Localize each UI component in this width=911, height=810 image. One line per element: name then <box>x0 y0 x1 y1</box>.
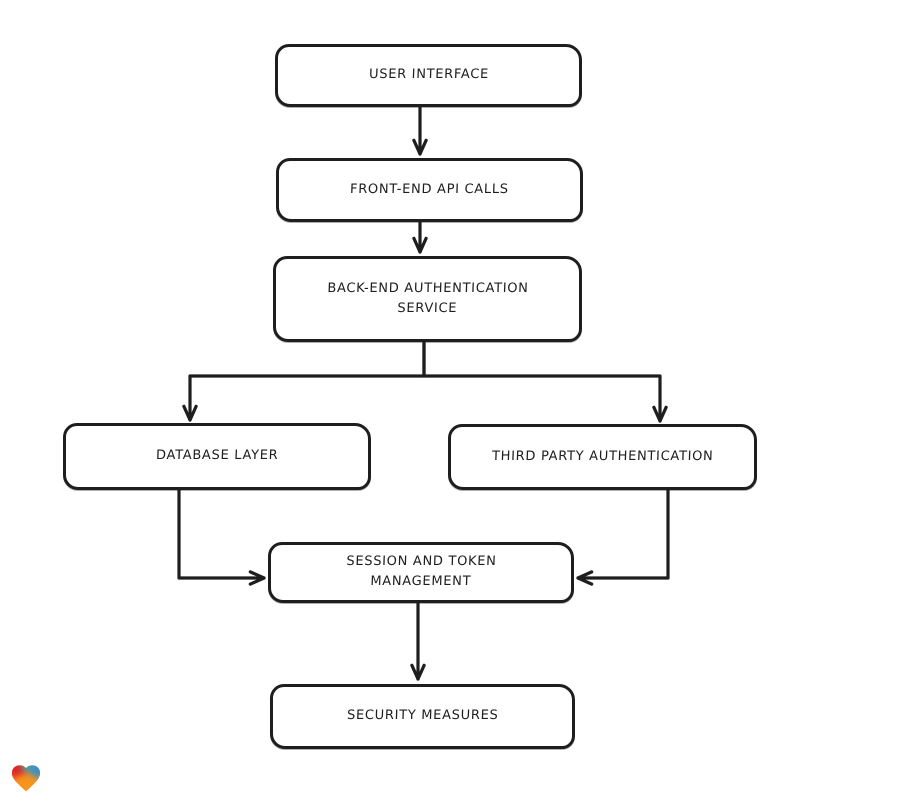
arrowhead-database-layer--session-and-token-management <box>248 570 266 586</box>
node-label: DATABASE LAYER <box>155 448 279 464</box>
gradient-heart-logo-icon[interactable] <box>8 761 44 795</box>
arrowhead-back-end-authentication-service--database-layer <box>182 404 198 422</box>
arrowhead-session-and-token-management--security-measures <box>410 663 426 681</box>
arrowhead-back-end-authentication-service--third-party-authentication <box>652 405 668 423</box>
node-third-party-authentication: THIRD PARTY AUTHENTICATION <box>448 424 757 490</box>
arrowhead-front-end-api-calls--back-end-authentication-service <box>412 236 428 254</box>
node-label: SESSION AND TOKEN MANAGEMENT <box>346 554 497 590</box>
node-label: SECURITY MEASURES <box>346 708 499 724</box>
edge-database-layer--session-and-token-management <box>177 488 266 580</box>
edge-third-party-authentication--session-and-token-management <box>576 488 670 580</box>
node-back-end-authentication-service: BACK-END AUTHENTICATION SERVICE <box>273 256 582 342</box>
arrowhead-user-interface--front-end-api-calls <box>412 138 428 156</box>
node-label: THIRD PARTY AUTHENTICATION <box>491 448 714 464</box>
node-label: BACK-END AUTHENTICATION SERVICE <box>326 280 529 316</box>
node-label: USER INTERFACE <box>368 67 489 83</box>
edge-back-end-authentication-service--third-party-authentication <box>422 340 662 423</box>
node-security-measures: SECURITY MEASURES <box>270 684 575 749</box>
node-session-and-token-management: SESSION AND TOKEN MANAGEMENT <box>268 542 574 603</box>
edge-back-end-authentication-service--database-layer <box>188 340 426 422</box>
arrowhead-third-party-authentication--session-and-token-management <box>576 570 594 586</box>
node-database-layer: DATABASE LAYER <box>63 423 371 490</box>
node-label: FRONT-END API CALLS <box>349 181 510 197</box>
node-front-end-api-calls: FRONT-END API CALLS <box>276 158 583 222</box>
node-user-interface: USER INTERFACE <box>275 44 582 107</box>
